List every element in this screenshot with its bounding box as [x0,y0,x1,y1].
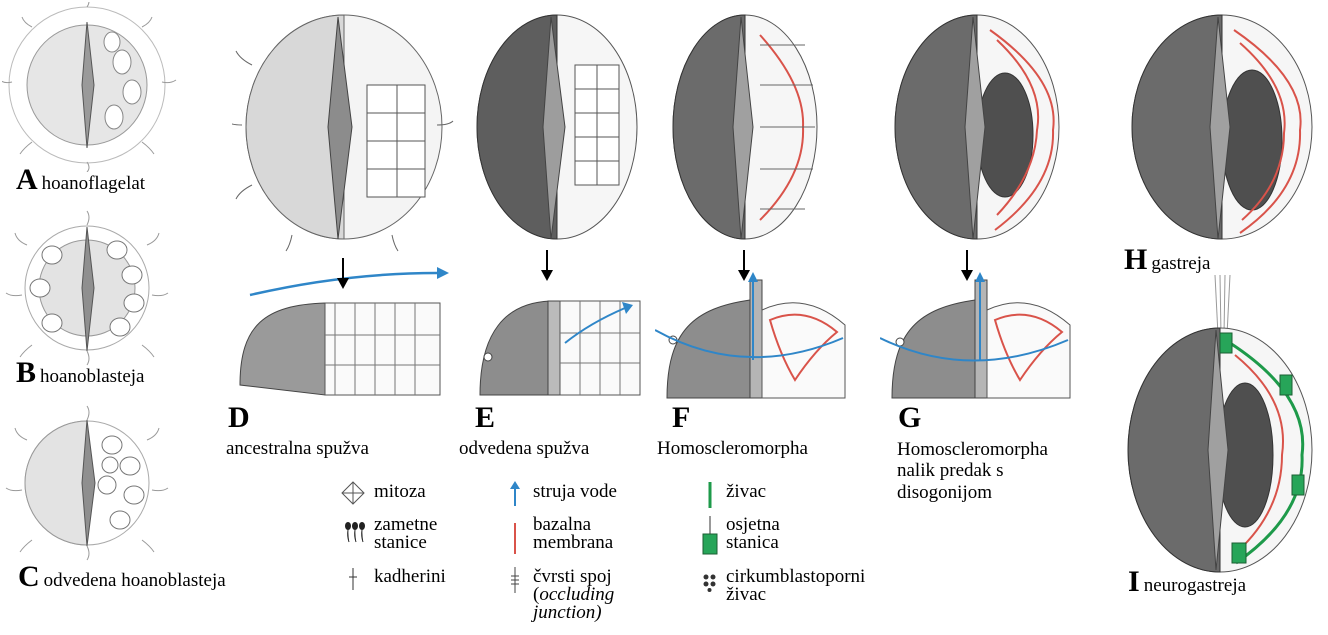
panel-f-letter: F [672,403,690,433]
panel-g-letter: G [898,403,921,433]
legend-label: bazalna membrana [533,516,613,552]
legend-label: struja vode [533,483,617,501]
legend-label-line: živac [726,584,766,605]
panel-h-sphere [1122,5,1322,250]
cadherin-icon [340,566,366,592]
panel-letter: I [1128,565,1140,598]
caption-line: Homoscleromorpha [897,439,1048,460]
down-arrow-icon [336,258,350,295]
down-arrow-icon [737,250,751,287]
panel-f-sphere [665,5,825,250]
panel-a-figure [2,2,192,172]
panel-f-caption: Homoscleromorpha [657,439,808,459]
panel-letter: B [16,356,36,389]
panel-letter: A [16,163,38,196]
germ-cells-icon [342,520,368,546]
legend-label: zametne stanice [374,516,437,552]
basal-membrane-icon [505,522,525,556]
legend-label: cirkumblastoporni živac [726,568,865,604]
panel-caption: neurogastreja [1144,575,1246,596]
legend-label: živac [726,483,766,501]
panel-b-figure [2,205,192,375]
water-current-icon [505,481,525,507]
legend-label-line: membrana [533,532,613,553]
panel-f-sponge [655,270,855,405]
caption-line: disogonijom [897,482,1048,503]
panel-e-sphere [465,5,650,250]
panel-e-sponge [470,283,655,403]
panel-d-caption: ancestralna spužva [226,439,369,459]
legend-label-italic: junction) [533,602,602,623]
panel-d-sphere [232,5,457,255]
panel-d-letter: D [228,403,250,433]
legend-label-line: stanica [726,532,779,553]
panel-letter: H [1124,243,1147,276]
panel-g-sponge [880,270,1080,405]
panel-caption: hoanoblasteja [40,366,144,387]
panel-caption: gastreja [1151,253,1210,274]
legend-label: čvrsti spoj (occluding junction) [533,568,614,622]
circumblastoporal-nerve-icon [700,572,720,592]
legend-label: mitoza [374,483,426,501]
panel-letter: C [18,560,40,593]
panel-g-sphere [885,5,1075,250]
caption-line: nalik predak s [897,460,1048,481]
mitosis-icon [340,481,366,505]
panel-i-sphere [1120,275,1325,580]
legend-label-line: stanice [374,532,427,553]
legend-label: osjetna stanica [726,516,780,552]
occluding-junction-icon [505,566,525,594]
panel-g-caption: Homoscleromorpha nalik predak s disogoni… [897,439,1048,503]
sensory-cell-icon [700,516,720,556]
panel-e-caption: odvedena spužva [459,439,589,459]
down-arrow-icon [960,250,974,287]
panel-caption: hoanoflagelat [42,173,145,194]
legend-label: kadherini [374,568,446,586]
nerve-icon [700,481,720,509]
panel-c-figure [2,400,192,570]
panel-e-letter: E [475,403,495,433]
down-arrow-icon [540,250,554,287]
panel-caption: odvedena hoanoblasteja [44,570,226,591]
